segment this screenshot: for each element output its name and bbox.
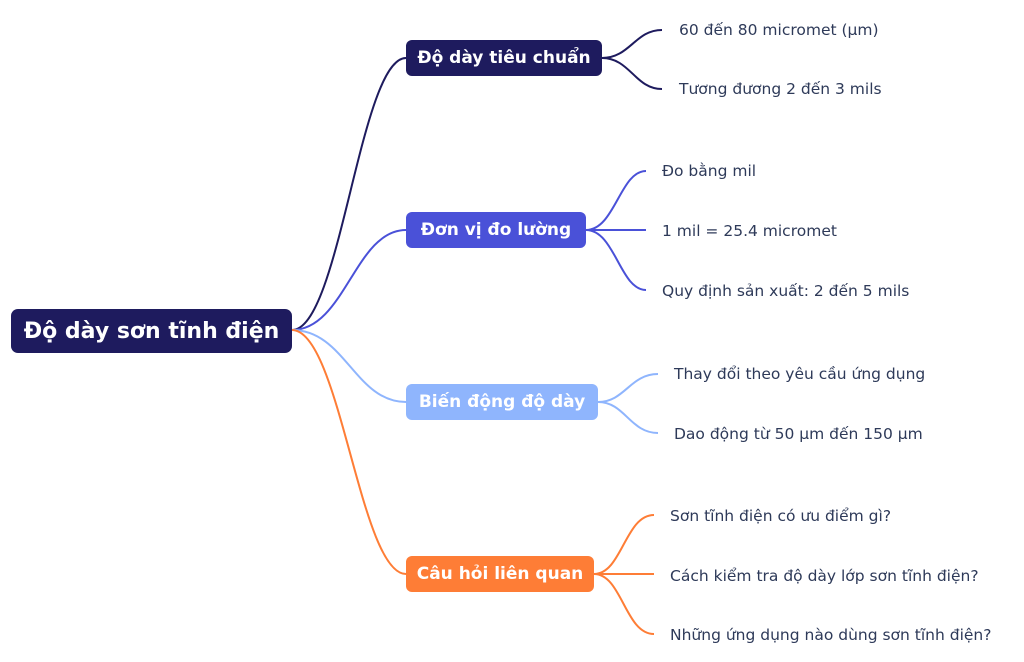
leaf-node[interactable]: Những ứng dụng nào dùng sơn tĩnh điện? [670,626,992,644]
leaf-node[interactable]: Cách kiểm tra độ dày lớp sơn tĩnh điện? [670,567,979,585]
leaf-node[interactable]: 60 đến 80 micromet (µm) [679,21,879,39]
branch-label: Đơn vị đo lường [420,220,572,240]
leaf-node[interactable]: Tương đương 2 đến 3 mils [679,80,882,98]
branch-measurement-unit[interactable]: Đơn vị đo lường [406,212,586,248]
branch-thickness-variation[interactable]: Biến động độ dày [406,384,598,420]
leaf-node[interactable]: Quy định sản xuất: 2 đến 5 mils [662,282,910,300]
root-node[interactable]: Độ dày sơn tĩnh điện [11,309,292,353]
leaf-node[interactable]: 1 mil = 25.4 micromet [662,222,837,240]
branch-label: Độ dày tiêu chuẩn [417,48,591,68]
leaf-node[interactable]: Sơn tĩnh điện có ưu điểm gì? [670,507,892,525]
branch-related-questions[interactable]: Câu hỏi liên quan [406,556,594,592]
link-root-branch-3 [291,329,407,403]
link-root-branch-4 [291,329,407,575]
leaf-node[interactable]: Đo bằng mil [662,162,757,180]
branch-standard-thickness[interactable]: Độ dày tiêu chuẩn [406,40,602,76]
leaf-node[interactable]: Dao động từ 50 µm đến 150 µm [674,425,923,443]
link-root-branch-2 [291,229,407,331]
root-node-label: Độ dày sơn tĩnh điện [23,318,280,344]
link-root-branch-1 [291,57,407,331]
leaf-node[interactable]: Thay đổi theo yêu cầu ứng dụng [674,365,926,383]
branch-label: Câu hỏi liên quan [416,564,584,584]
branch-label: Biến động độ dày [418,392,586,412]
